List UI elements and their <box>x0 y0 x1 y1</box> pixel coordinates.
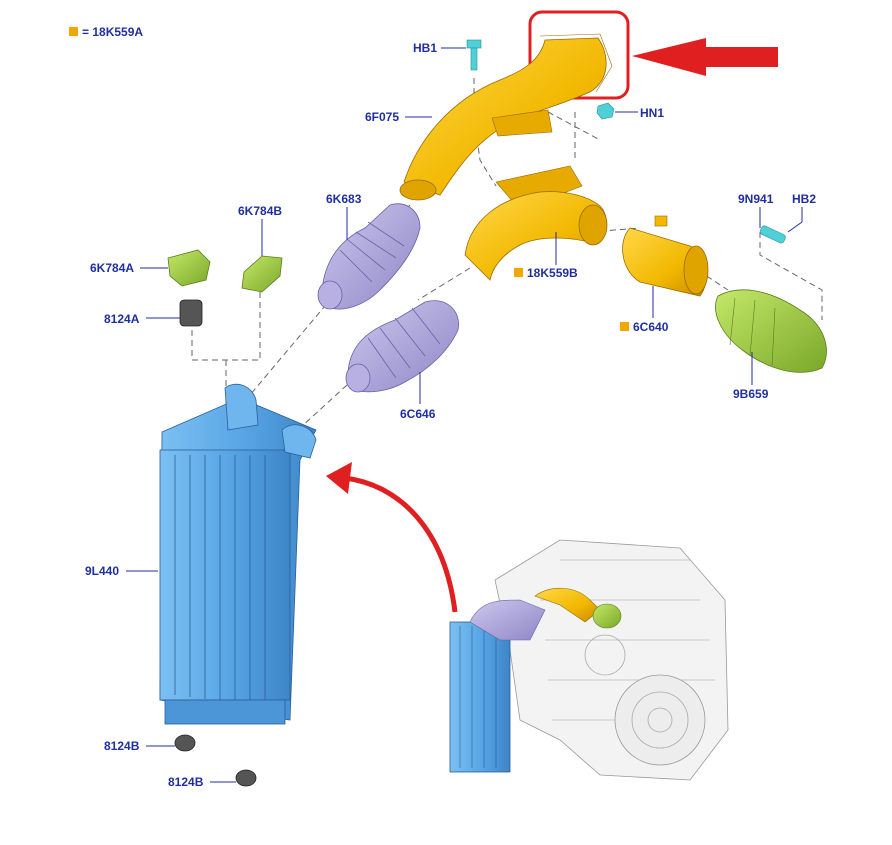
label-8124b-1: 8124B <box>104 739 175 753</box>
highlight-arrow <box>632 38 778 76</box>
label-hn1: HN1 <box>615 106 664 120</box>
mount-8124b-1 <box>174 734 196 752</box>
label-6k784b: 6K784B <box>238 204 282 256</box>
intercooler-9l440 <box>159 383 317 725</box>
label-9n941-text: 9N941 <box>738 192 774 206</box>
nut-hn1 <box>596 102 615 120</box>
label-18k559b: 18K559B <box>514 232 578 280</box>
label-6k784a: 6K784A <box>90 261 168 275</box>
label-6f075: 6F075 <box>365 110 432 124</box>
label-8124a: 8124A <box>104 312 180 326</box>
label-8124b-2-text: 8124B <box>168 775 204 789</box>
label-hb1-text: HB1 <box>413 41 437 55</box>
label-9n941: 9N941 <box>738 192 774 228</box>
bellows-6c646 <box>345 300 459 393</box>
bolt-hb1 <box>466 39 482 71</box>
label-6f075-text: 6F075 <box>365 110 399 124</box>
label-hb1: HB1 <box>413 41 466 55</box>
legend-text: = 18K559A <box>82 25 143 39</box>
label-6c640: 6C640 <box>620 286 669 334</box>
label-6k683: 6K683 <box>326 192 362 240</box>
label-8124a-text: 8124A <box>104 312 140 326</box>
label-hb2-text: HB2 <box>792 192 816 206</box>
label-6k683-text: 6K683 <box>326 192 362 206</box>
pipe-18k559b <box>464 165 608 281</box>
label-9b659: 9B659 <box>733 352 769 401</box>
label-6c646-text: 6C646 <box>400 407 436 421</box>
label-8124b-2: 8124B <box>168 775 236 789</box>
engine-overview <box>449 539 729 781</box>
label-18k559b-text: 18K559B <box>527 266 578 280</box>
label-9l440-text: 9L440 <box>85 564 119 578</box>
highlight-box <box>528 10 630 100</box>
label-9b659-text: 9B659 <box>733 387 769 401</box>
bellows-6k683 <box>317 203 421 310</box>
label-6c640-text: 6C640 <box>633 320 669 334</box>
legend-swatch <box>69 27 78 36</box>
label-6c646: 6C646 <box>400 372 436 421</box>
label-6k784b-text: 6K784B <box>238 204 282 218</box>
label-6k784a-text: 6K784A <box>90 261 134 275</box>
legend: = 18K559A <box>69 25 143 39</box>
curved-arrow <box>326 462 458 613</box>
resonator-9b659 <box>715 289 827 373</box>
bracket-6k784b <box>241 255 283 293</box>
hose-6f075 <box>399 33 613 201</box>
label-hn1-text: HN1 <box>640 106 664 120</box>
mount-8124b-2 <box>235 769 257 787</box>
bolt-9n941 <box>759 225 786 244</box>
label-8124b-1-text: 8124B <box>104 739 140 753</box>
mount-8124a <box>179 299 203 327</box>
sleeve-6c640 <box>622 215 709 297</box>
label-hb2: HB2 <box>787 192 816 233</box>
clip-6k784a <box>167 249 211 287</box>
label-9l440: 9L440 <box>85 564 158 578</box>
